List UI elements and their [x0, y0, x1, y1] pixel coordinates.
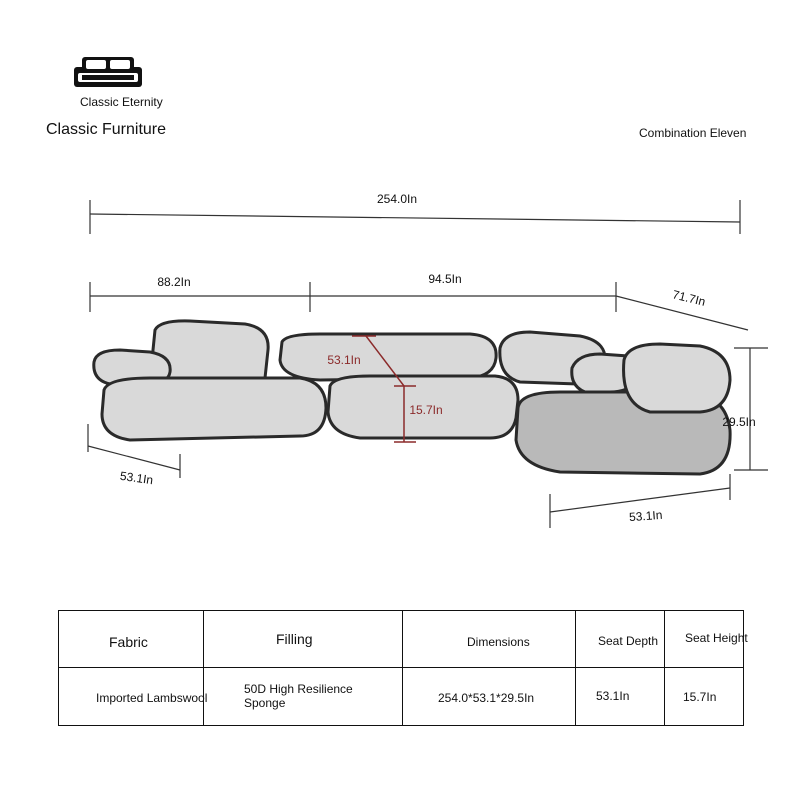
seat-height-annotation: 15.7In: [409, 403, 442, 417]
seat-depth-annotation: 53.1In: [327, 353, 360, 367]
overall-width-dimension: 254.0In: [89, 192, 741, 234]
cell-fabric: Imported Lambswool: [58, 667, 207, 726]
header-dimensions: Dimensions: [402, 610, 576, 668]
sofa-diagram: 254.0In 88.2In 94.5In 71.7In 53.1In: [87, 192, 768, 528]
spec-table: Fabric Filling Dimensions Seat Depth Sea…: [58, 610, 748, 726]
right-depth-dimension: 53.1In: [549, 474, 731, 528]
brand-tagline: Classic Eternity: [80, 95, 163, 109]
right-sofa-module: [498, 330, 732, 476]
section-width-dimensions: 88.2In 94.5In 71.7In: [89, 272, 749, 331]
left-depth-dimension: 53.1In: [87, 424, 181, 488]
combination-name: Combination Eleven: [639, 126, 747, 140]
table-header-row: Fabric Filling Dimensions Seat Depth Sea…: [58, 610, 748, 668]
brand-name: Classic Furniture: [46, 121, 167, 138]
left-depth-label: 53.1In: [119, 469, 154, 488]
cell-seat-depth: 53.1In: [575, 667, 665, 726]
middle-section-label: 94.5In: [428, 272, 461, 286]
seat-dimension-annotations: 53.1In 15.7In: [327, 335, 443, 443]
height-dimension: 29.5In: [722, 347, 768, 471]
right-angle-label: 71.7In: [671, 287, 707, 309]
header-seat-depth: Seat Depth: [575, 610, 665, 668]
left-sofa-module: [92, 319, 328, 442]
sofa-icon: [74, 57, 142, 87]
middle-sofa-module: [278, 332, 520, 440]
header-seat-height: Seat Height: [664, 610, 748, 668]
cell-seat-height: 15.7In: [664, 667, 744, 726]
height-label: 29.5In: [722, 415, 755, 429]
header-filling: Filling: [203, 610, 403, 668]
cell-dimensions: 254.0*53.1*29.5In: [402, 667, 576, 726]
header-fabric: Fabric: [58, 610, 204, 668]
overall-width-label: 254.0In: [377, 192, 417, 206]
table-row: Imported Lambswool 50D High Resilience S…: [58, 667, 744, 726]
right-depth-label: 53.1In: [629, 508, 663, 524]
cell-filling: 50D High Resilience Sponge: [203, 667, 403, 726]
left-section-label: 88.2In: [157, 275, 190, 289]
